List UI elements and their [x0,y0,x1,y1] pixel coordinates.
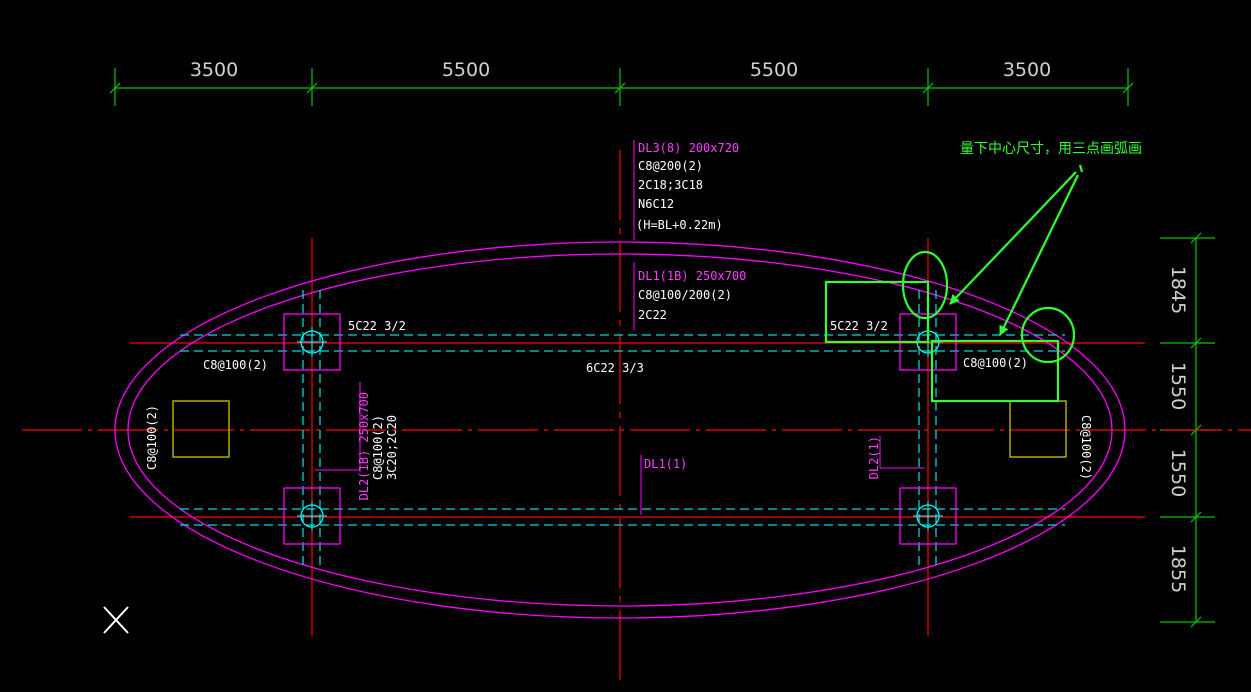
rebar-top-right: 5C22 3/2 [830,319,888,333]
stirrup-right-vertical: C8@100(2) [1079,415,1093,480]
ucs-cross-icon [103,606,129,634]
dl1-line-2: C8@100/200(2) [638,288,732,302]
leader-lines [315,140,925,515]
dim-top-3: 5500 [750,59,798,81]
beam-label-dl2: DL2(1B) 250x700 C8@100(2) 3C20;2C20 [357,392,399,500]
dim-right-2: 1550 [1167,362,1189,410]
beam-label-dl1: DL1(1B) 250x700 C8@100/200(2) 2C22 [638,269,746,322]
dim-right-4: 1855 [1167,545,1189,593]
annotation-markup [824,164,1084,403]
dl1-line-1: DL1(1B) 250x700 [638,269,746,283]
dl2-line-2: C8@100(2) [371,415,385,480]
beam-label-dl3: DL3(8) 200x720 C8@200(2) 2C18;3C18 N6C12… [636,141,739,232]
dl3-line-2: C8@200(2) [638,159,703,173]
dim-right-1: 1845 [1167,266,1189,314]
ellipse-slab-outline [114,241,1126,619]
dl1-short-label: DL1(1) [644,457,687,471]
dl1-line-3: 2C22 [638,308,667,322]
stirrup-left-vertical: C8@100(2) [145,405,159,470]
yellow-box-right[interactable] [1009,400,1067,458]
dim-top-4: 3500 [1003,59,1051,81]
yellow-box-left[interactable] [172,400,230,458]
dim-top-2: 5500 [442,59,490,81]
dl2-line-3: 3C20;2C20 [385,415,399,480]
column-top-left[interactable] [283,313,341,371]
annotation-note: 量下中心尺寸，用三点画弧画 [960,141,1142,157]
dl3-line-4: N6C12 [638,197,674,211]
dl3-line-1: DL3(8) 200x720 [638,141,739,155]
dl2-short-label: DL2(1) [867,436,881,479]
column-bottom-left[interactable] [283,487,341,545]
dl2-line-1: DL2(1B) 250x700 [357,392,371,500]
rebar-top-left: 5C22 3/2 [348,319,406,333]
dl3-line-3: 2C18;3C18 [638,178,703,192]
dim-right-3: 1550 [1167,449,1189,497]
rebar-mid: 6C22 3/3 [586,361,644,375]
dim-top-1: 3500 [190,59,238,81]
dl3-line-5: (H=BL+0.22m) [636,218,723,232]
top-dimension-chain [109,68,1134,106]
column-bottom-right[interactable] [899,487,957,545]
hidden-beams [180,290,1065,570]
stirrup-right: C8@100(2) [963,356,1028,370]
stirrup-left: C8@100(2) [203,358,268,372]
